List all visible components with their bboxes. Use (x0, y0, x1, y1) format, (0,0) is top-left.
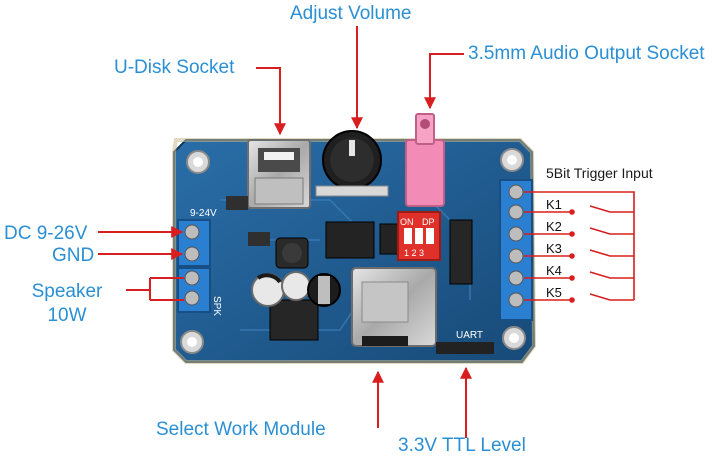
silk-uart: UART (456, 330, 483, 341)
usb-socket (247, 139, 311, 209)
label-dc-power: DC 9-26V (4, 223, 88, 244)
label-ttl-level: 3.3V TTL Level (398, 435, 526, 456)
silk-power-input: 9-24V (190, 208, 217, 219)
silk-dip-numbers: 1 2 3 (404, 248, 424, 258)
trigger-wiring (524, 191, 635, 303)
inductor (275, 237, 309, 269)
trigger-key-k1: K1 (546, 197, 562, 212)
ic-chips (226, 196, 473, 341)
label-gnd: GND (52, 245, 95, 266)
trigger-key-k4: K4 (546, 263, 562, 278)
uart-header (436, 342, 494, 354)
arrow-audio-out (424, 53, 464, 110)
label-trigger-input: 5Bit Trigger Input (546, 165, 653, 181)
label-adjust-volume: Adjust Volume (290, 3, 412, 24)
label-speaker-power: 10W (47, 305, 87, 326)
trigger-terminal (499, 179, 533, 321)
volume-knob (315, 130, 389, 197)
sd-card-slot (351, 267, 437, 347)
trigger-key-k3: K3 (546, 241, 562, 256)
label-audio-output-socket: 3.5mm Audio Output Socket (468, 43, 705, 64)
label-select-work-module: Select Work Module (156, 419, 326, 440)
arrow-u-disk (256, 67, 286, 136)
audio-jack (405, 113, 445, 207)
trigger-key-k2: K2 (546, 219, 562, 234)
mounting-holes (180, 148, 526, 354)
silk-dip-on: ON (400, 217, 414, 227)
label-speaker: Speaker (31, 281, 103, 302)
label-u-disk-socket: U-Disk Socket (114, 57, 235, 78)
trigger-key-k5: K5 (546, 285, 562, 300)
silk-speaker-port: SPK (211, 296, 222, 316)
speaker-terminal (177, 267, 211, 313)
capacitors (251, 271, 341, 307)
dip-switch (397, 211, 441, 261)
callout-arrows (98, 26, 472, 438)
silk-dip-dp: DP (422, 217, 435, 227)
power-terminal (177, 219, 211, 267)
